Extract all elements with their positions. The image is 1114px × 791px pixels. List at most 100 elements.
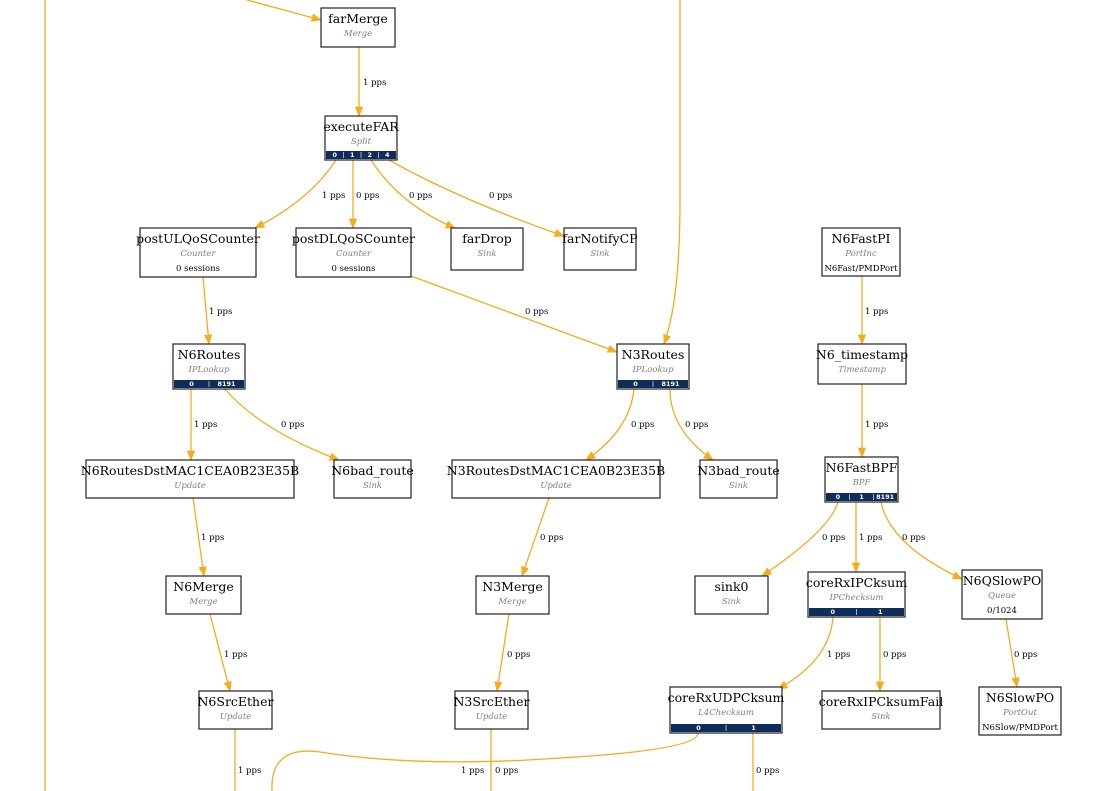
node-box — [475, 575, 550, 615]
edge-N6QSlowPO-to-N6SlowPO — [1005, 618, 1020, 689]
node-box — [320, 7, 396, 48]
port-label: 0 — [332, 151, 337, 159]
node-class: PortInc — [844, 249, 877, 259]
node-box — [165, 575, 242, 615]
edge-executeFAR-to-farNotifyCP — [388, 159, 565, 237]
edge-label: 1 pps — [238, 766, 261, 776]
port-label: 8191 — [876, 493, 895, 501]
node-info: 0 sessions — [332, 264, 376, 274]
node-class: Update — [174, 481, 206, 491]
edge-N6FastBPF-to-N6QSlowPO — [880, 501, 963, 580]
node-class: Sink — [477, 249, 496, 259]
node-class: Sink — [722, 597, 741, 607]
edge-label: 1 pps — [201, 533, 224, 543]
node-class: Update — [476, 712, 508, 722]
edge-N3Merge-to-N3SrcEther — [494, 613, 510, 693]
edge-label: 0 pps — [631, 420, 654, 430]
port-label: 0 — [830, 608, 835, 616]
node-box — [85, 459, 295, 499]
edge-label: 1 pps — [322, 191, 345, 201]
edge-executeFAR-to-farDrop — [370, 159, 456, 229]
node-box — [694, 575, 769, 615]
node-class: Timestamp — [838, 365, 886, 375]
node-class: Update — [540, 481, 572, 491]
edge-N3Routes-to-N3RoutesDstMAC — [585, 388, 635, 461]
edge-label: 1 pps — [224, 650, 247, 660]
node-box — [454, 690, 529, 730]
edge-label: 1 pps — [865, 420, 888, 430]
node-title: N6RoutesDstMAC1CEA0B23E35B — [81, 463, 300, 478]
port-label: 4 — [385, 151, 390, 159]
port-label: 0 — [696, 724, 701, 732]
edge-postULQoSCounter-to-N6Routes — [202, 276, 213, 346]
node-N6RoutesDstMAC[interactable]: N6RoutesDstMAC1CEA0B23E35B Update — [81, 459, 300, 499]
edge-label: 0 pps — [409, 191, 432, 201]
node-title: N6_timestamp — [816, 347, 908, 362]
node-title: coreRxIPCksum — [806, 575, 907, 590]
node-class: Counter — [180, 249, 216, 259]
port-label: 2 — [367, 151, 372, 159]
node-class: Counter — [336, 249, 372, 259]
node-title: N6FastPI — [832, 231, 891, 246]
node-title: farNotifyCP — [562, 231, 637, 246]
node-class: L4Checksum — [697, 708, 754, 718]
port-label: 0 — [836, 493, 841, 501]
node-box — [139, 227, 257, 278]
node-class: Merge — [497, 597, 526, 607]
edge-label: 1 pps — [363, 78, 386, 88]
node-title: postULQoSCounter — [136, 231, 260, 246]
edge-N6Merge-to-N6SrcEther — [209, 613, 232, 693]
edge-label: 0 pps — [902, 533, 925, 543]
edge-label: 0 pps — [525, 307, 548, 317]
edge-postDLQoSCounter-to-N3Routes — [410, 275, 618, 353]
edge-N6FastBPF-to-sink0 — [761, 501, 839, 577]
edge-label: 1 pps — [461, 766, 484, 776]
node-class: IPLookup — [187, 365, 230, 375]
edge-label: 1 pps — [194, 420, 217, 430]
edge-label: 0 pps — [685, 420, 708, 430]
node-box — [961, 569, 1043, 620]
node-title: coreRxIPCksumFail — [819, 694, 943, 709]
port-label: 8191 — [661, 380, 680, 388]
node-title: N3bad_route — [697, 463, 780, 478]
node-title: N6Routes — [178, 347, 241, 362]
node-title: N6SlowPO — [986, 690, 1054, 705]
node-box — [563, 227, 637, 271]
node-N3RoutesDstMAC[interactable]: N3RoutesDstMAC1CEA0B23E35B Update — [447, 459, 666, 499]
edges: 1 pps 1 pps 0 pps 0 pps 0 pps 1 pps 0 pps 1 pps… — [44, 0, 1037, 791]
port-label: 1 — [878, 608, 883, 616]
node-title: sink0 — [715, 579, 749, 594]
node-class: Sink — [871, 712, 890, 722]
node-box — [978, 686, 1062, 736]
node-class: Sink — [729, 481, 748, 491]
node-box — [333, 459, 412, 499]
port-label: 1 — [859, 493, 864, 501]
node-title: N3RoutesDstMAC1CEA0B23E35B — [447, 463, 666, 478]
node-box — [821, 227, 901, 277]
node-title: N6bad_route — [331, 463, 414, 478]
node-class: Merge — [343, 29, 372, 39]
